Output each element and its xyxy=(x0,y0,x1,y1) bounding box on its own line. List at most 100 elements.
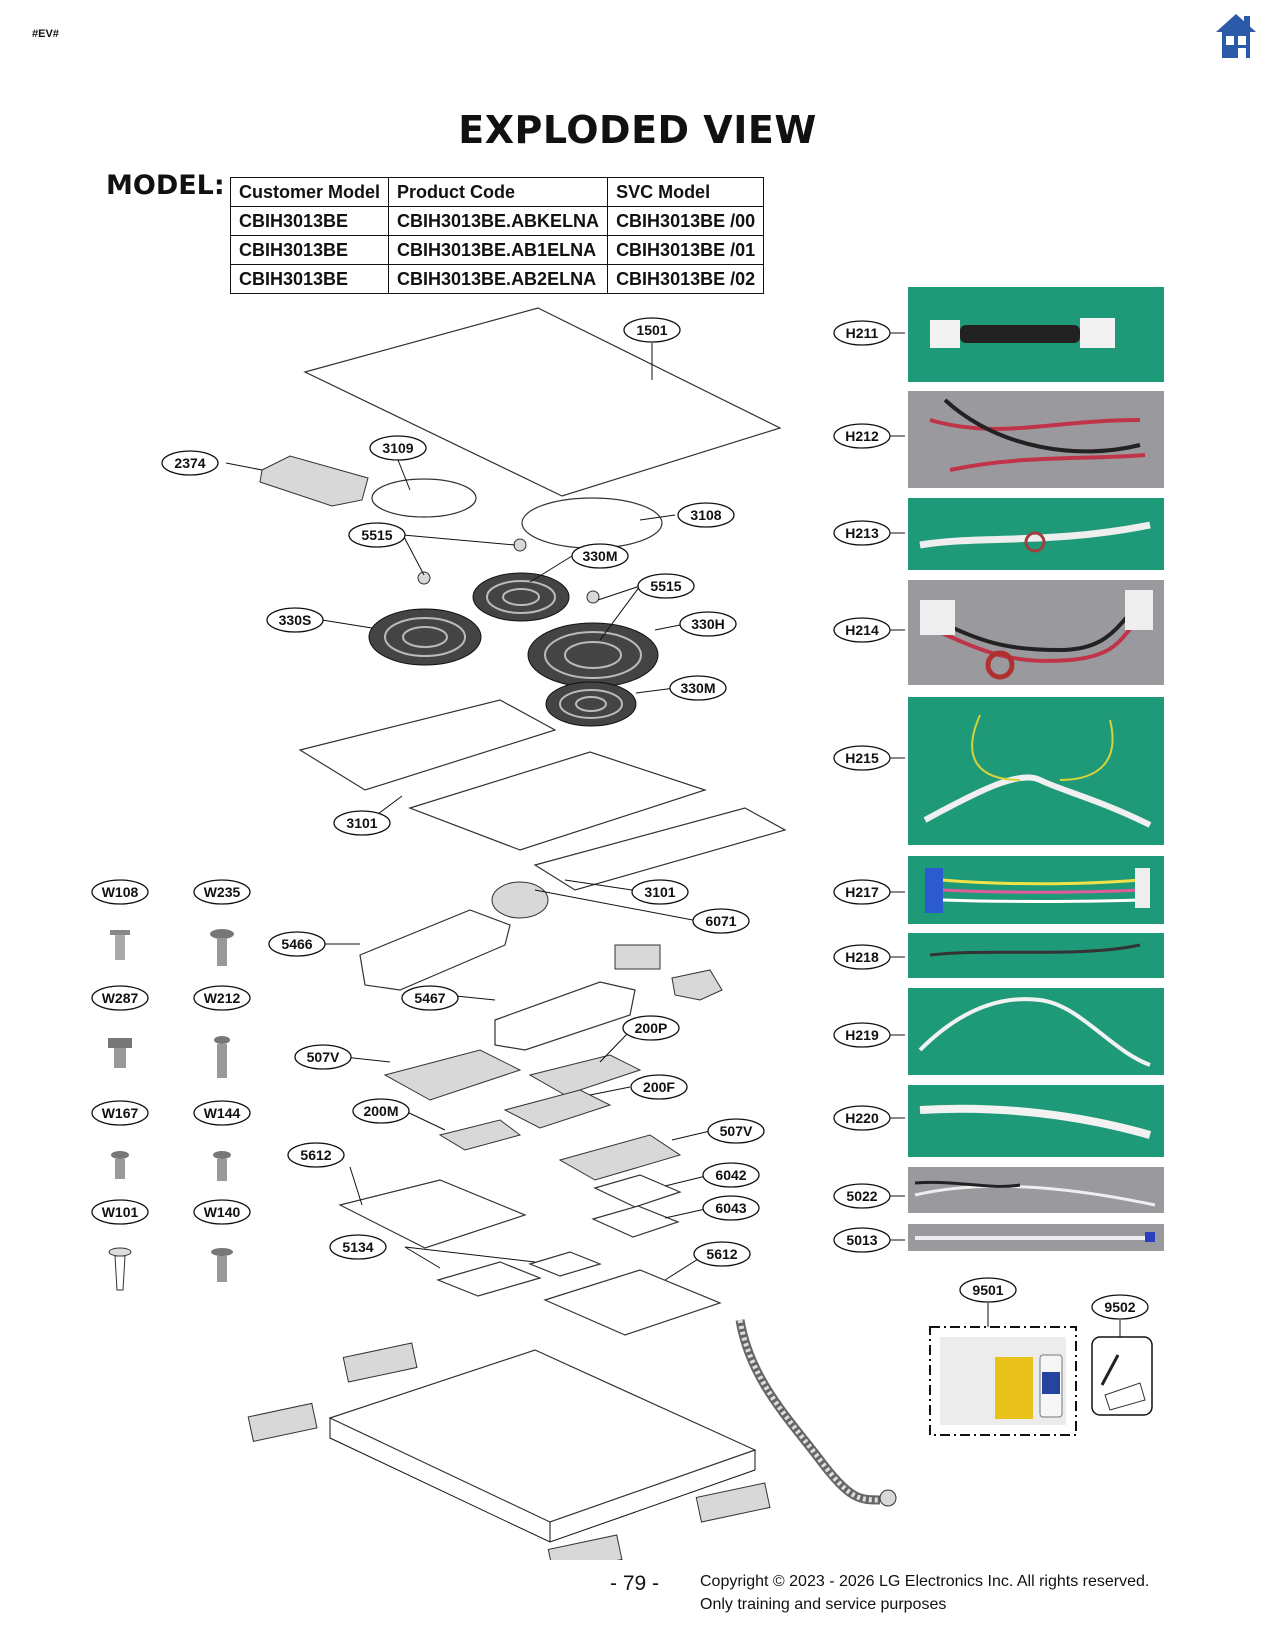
callout-H214: H214 xyxy=(833,617,891,643)
sensor-part xyxy=(513,538,527,552)
svg-text:9502: 9502 xyxy=(1104,1299,1135,1315)
harness-H211-photo xyxy=(908,287,1164,382)
home-icon[interactable] xyxy=(1214,12,1258,60)
model-label: MODEL: xyxy=(106,170,225,201)
svg-text:5612: 5612 xyxy=(706,1246,737,1262)
pcb-bracket-upper-part xyxy=(338,1179,527,1249)
callout-H219: H219 xyxy=(833,1022,891,1048)
callout-330H: 330H xyxy=(679,611,737,637)
terminal-holder-part xyxy=(528,1251,602,1277)
callout-W101: W101 xyxy=(91,1199,149,1225)
svg-text:5013: 5013 xyxy=(846,1232,877,1248)
svg-text:200P: 200P xyxy=(635,1020,668,1036)
coil-plate-middle-part xyxy=(408,751,707,851)
svg-text:3101: 3101 xyxy=(644,884,675,900)
sensor-wire-5013-photo xyxy=(908,1224,1164,1251)
callout-6042: 6042 xyxy=(702,1162,760,1188)
svg-text:H220: H220 xyxy=(845,1110,879,1126)
coil-330H xyxy=(527,622,659,688)
callout-W167: W167 xyxy=(91,1100,149,1126)
svg-text:330M: 330M xyxy=(582,548,617,564)
callout-5612-lower: 5612 xyxy=(693,1241,751,1267)
screw-W287 xyxy=(108,1038,132,1068)
table-row: CBIH3013BE CBIH3013BE.ABKELNA CBIH3013BE… xyxy=(229,206,765,236)
foot-part xyxy=(342,1342,418,1383)
svg-text:W167: W167 xyxy=(102,1105,139,1121)
svg-text:W101: W101 xyxy=(102,1204,139,1220)
svg-text:W144: W144 xyxy=(204,1105,241,1121)
svg-text:2374: 2374 xyxy=(174,455,205,471)
svg-text:5134: 5134 xyxy=(342,1239,373,1255)
callout-5466: 5466 xyxy=(268,931,326,957)
svg-text:6043: 6043 xyxy=(715,1200,746,1216)
screw-W108 xyxy=(110,930,130,960)
air-duct-5466-part xyxy=(359,909,511,991)
svg-text:507V: 507V xyxy=(720,1123,753,1139)
callout-507V-upper: 507V xyxy=(294,1044,352,1070)
glass-top-part xyxy=(303,307,782,497)
terminal-holder-part xyxy=(436,1261,542,1297)
svg-text:5022: 5022 xyxy=(846,1188,877,1204)
sensor-part xyxy=(586,590,600,604)
svg-text:9501: 9501 xyxy=(972,1282,1003,1298)
screw-W235 xyxy=(210,929,234,966)
callout-H212: H212 xyxy=(833,423,891,449)
callout-5467: 5467 xyxy=(401,985,459,1011)
harness-H217-photo xyxy=(908,856,1164,924)
foot-part xyxy=(695,1482,771,1523)
svg-text:H212: H212 xyxy=(845,428,879,444)
callout-H215: H215 xyxy=(833,745,891,771)
screw-W167 xyxy=(111,1151,129,1179)
callout-330M-upper: 330M xyxy=(571,543,629,569)
heat-shield-large-part xyxy=(521,497,663,549)
harness-H218-photo xyxy=(908,933,1164,978)
svg-text:H214: H214 xyxy=(845,622,879,638)
pcb-bracket-lower-part xyxy=(543,1269,722,1336)
foot-part xyxy=(247,1402,318,1442)
callout-H217: H217 xyxy=(833,879,891,905)
callout-200F: 200F xyxy=(630,1074,688,1100)
table-row: CBIH3013BE CBIH3013BE.AB2ELNA CBIH3013BE… xyxy=(229,264,765,294)
callout-5013: 5013 xyxy=(833,1227,891,1253)
cleaning-kit-9501 xyxy=(929,1326,1077,1436)
callout-9501: 9501 xyxy=(959,1277,1017,1303)
air-duct-5467-part xyxy=(494,981,636,1051)
svg-text:3109: 3109 xyxy=(382,440,413,456)
table-cell: CBIH3013BE xyxy=(229,264,390,294)
svg-text:W140: W140 xyxy=(204,1204,241,1220)
harness-H214-photo xyxy=(908,580,1164,685)
harness-H219-photo xyxy=(908,988,1164,1075)
table-cell: CBIH3013BE xyxy=(229,206,390,236)
sensor-part xyxy=(417,571,431,585)
pcb-200F-part xyxy=(503,1089,612,1129)
svg-text:5467: 5467 xyxy=(414,990,445,1006)
callout-5515-left: 5515 xyxy=(348,522,406,548)
callout-H218: H218 xyxy=(833,944,891,970)
page-tag: #EV# xyxy=(32,28,59,40)
svg-text:200F: 200F xyxy=(643,1079,675,1095)
fan-part xyxy=(491,881,549,919)
coil-330M-upper xyxy=(472,572,570,622)
exploded-view-diagram: 1501 3109 2374 3108 5515 330M 5515 330S … xyxy=(91,287,1164,1560)
svg-text:H215: H215 xyxy=(845,750,879,766)
callout-5515-right: 5515 xyxy=(637,573,695,599)
control-board-part xyxy=(259,455,369,507)
callout-W144: W144 xyxy=(193,1100,251,1126)
callout-3108: 3108 xyxy=(677,502,735,528)
heat-shield-small-part xyxy=(371,478,477,518)
page-title: EXPLODED VIEW xyxy=(458,108,817,152)
svg-text:5515: 5515 xyxy=(650,578,681,594)
svg-text:5612: 5612 xyxy=(300,1147,331,1163)
callout-1501: 1501 xyxy=(623,317,681,343)
base-chassis-part xyxy=(328,1349,757,1523)
table-cell: CBIH3013BE /02 xyxy=(607,264,765,294)
callout-W108: W108 xyxy=(91,879,149,905)
pcb-200M-part xyxy=(438,1119,522,1151)
callout-5134: 5134 xyxy=(329,1234,387,1260)
svg-text:1501: 1501 xyxy=(636,322,667,338)
harness-H212-photo xyxy=(908,391,1164,488)
bracket-part xyxy=(614,944,661,970)
column-header: SVC Model xyxy=(607,177,765,207)
screw-W212 xyxy=(214,1036,230,1078)
svg-text:507V: 507V xyxy=(307,1049,340,1065)
